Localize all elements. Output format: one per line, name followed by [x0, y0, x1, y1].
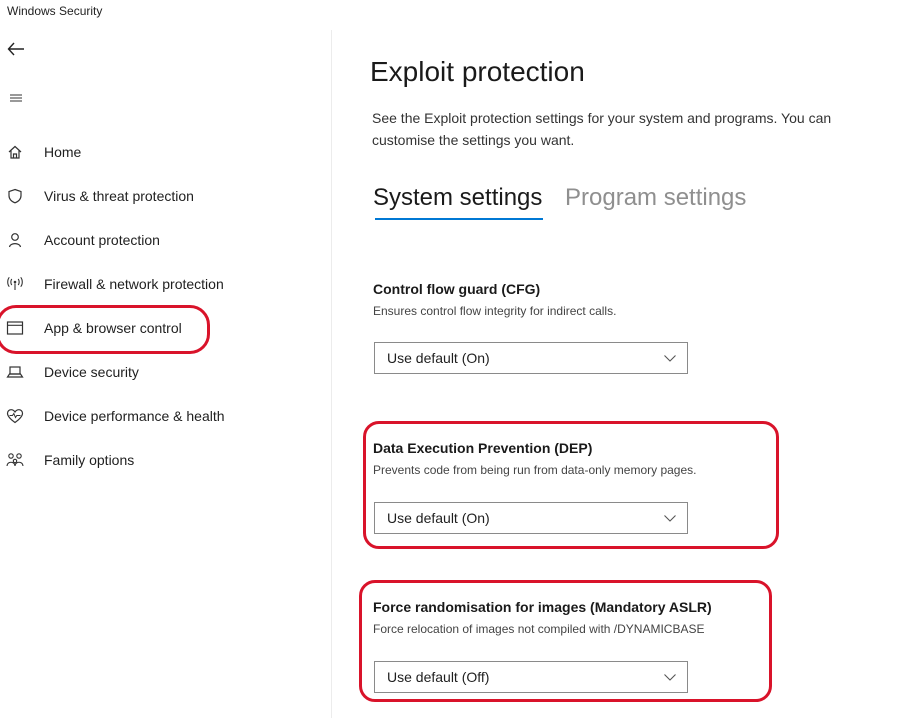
chevron-down-icon	[664, 355, 676, 362]
dep-dropdown-value: Use default (On)	[387, 510, 490, 526]
setting-title-aslr: Force randomisation for images (Mandator…	[373, 599, 712, 615]
tab-system-settings[interactable]: System settings	[373, 184, 543, 211]
sidebar-item-home[interactable]: Home	[0, 137, 300, 167]
active-tab-indicator	[375, 218, 543, 220]
tab-program-settings[interactable]: Program settings	[565, 184, 747, 211]
page-title: Exploit protection	[370, 56, 585, 87]
setting-description-aslr: Force relocation of images not compiled …	[373, 622, 705, 636]
sidebar-item-device-security[interactable]: Device security	[0, 357, 300, 387]
app-title: Windows Security	[7, 4, 103, 18]
sidebar-item-account-protection[interactable]: Account protection	[0, 225, 300, 255]
chevron-down-icon	[664, 674, 676, 681]
aslr-dropdown-value: Use default (Off)	[387, 669, 490, 685]
sidebar-item-label: App & browser control	[44, 320, 182, 336]
sidebar-item-virus-threat-protection[interactable]: Virus & threat protection	[0, 181, 300, 211]
chevron-down-icon	[664, 515, 676, 522]
laptop-icon	[6, 363, 24, 381]
shield-icon	[6, 187, 24, 205]
sidebar-divider	[331, 30, 332, 718]
setting-title-cfg: Control flow guard (CFG)	[373, 281, 541, 297]
wifi-antenna-icon	[6, 275, 24, 293]
person-icon	[6, 231, 24, 249]
setting-description-dep: Prevents code from being run from data-o…	[373, 463, 697, 477]
back-button[interactable]	[5, 38, 27, 60]
app-window-icon	[6, 319, 24, 337]
dep-dropdown[interactable]: Use default (On)	[374, 502, 688, 534]
sidebar-item-firewall-network-protection[interactable]: Firewall & network protection	[0, 269, 300, 299]
hamburger-icon	[10, 94, 22, 102]
cfg-dropdown-value: Use default (On)	[387, 350, 490, 366]
main-content: Exploit protection See the Exploit prote…	[332, 0, 901, 718]
sidebar-item-label: Account protection	[44, 232, 160, 248]
sidebar-item-label: Device security	[44, 364, 139, 380]
sidebar-item-label: Device performance & health	[44, 408, 225, 424]
sidebar-item-app-browser-control[interactable]: App & browser control	[0, 313, 300, 343]
setting-description-cfg: Ensures control flow integrity for indir…	[373, 304, 617, 318]
sidebar-item-device-performance-health[interactable]: Device performance & health	[0, 401, 300, 431]
cfg-dropdown[interactable]: Use default (On)	[374, 342, 688, 374]
back-arrow-icon	[7, 42, 24, 56]
heart-icon	[6, 407, 24, 425]
sidebar-item-label: Family options	[44, 452, 135, 468]
sidebar-item-label: Home	[44, 144, 82, 160]
menu-button[interactable]	[5, 88, 27, 108]
page-description: See the Exploit protection settings for …	[372, 110, 832, 148]
setting-title-dep: Data Execution Prevention (DEP)	[373, 440, 593, 456]
aslr-dropdown[interactable]: Use default (Off)	[374, 661, 688, 693]
sidebar-item-label: Firewall & network protection	[44, 276, 224, 292]
home-icon	[6, 143, 24, 161]
family-icon	[6, 451, 24, 469]
sidebar-item-label: Virus & threat protection	[44, 188, 194, 204]
sidebar-item-family-options[interactable]: Family options	[0, 445, 300, 475]
sidebar: Windows Security Home	[0, 0, 330, 718]
